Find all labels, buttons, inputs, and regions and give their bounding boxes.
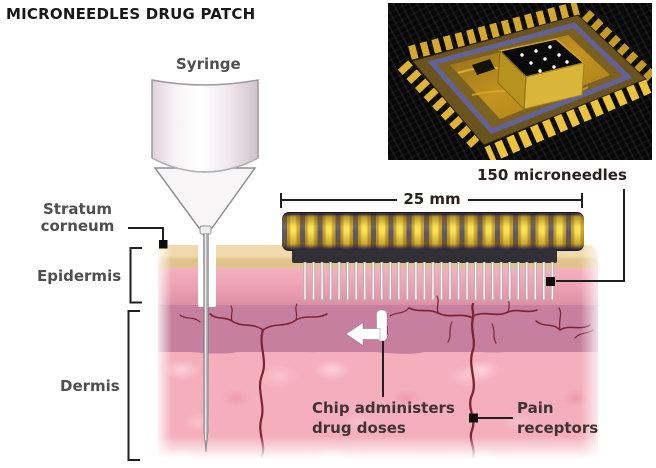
patch-width-label: 25 mm (403, 190, 461, 208)
left-edge-fade (152, 243, 172, 467)
pain-receptors-label: Pain receptors (517, 399, 599, 437)
upper-dermis-layer (158, 305, 598, 352)
chip-photo-drawing (397, 3, 652, 160)
page-title: MICRONEEDLES DRUG PATCH (6, 5, 256, 23)
epidermis-label: Epidermis (37, 267, 122, 285)
epidermis-bracket (129, 247, 142, 304)
chip-administers-label: Chip administers drug doses (312, 399, 455, 437)
patch-base-bar (292, 250, 557, 263)
microneedles-count-label: 150 microneedles (477, 166, 627, 184)
patch-microneedles (301, 262, 557, 306)
syringe-barrel (151, 79, 259, 173)
bottom-edge-fade (148, 436, 612, 468)
chip-needle-array (497, 38, 586, 111)
syringe-label: Syringe (176, 55, 241, 73)
patch-gold-cylinders (282, 212, 584, 251)
chip-photo (388, 3, 652, 160)
needle-array-dots (520, 45, 569, 73)
dermis-label: Dermis (60, 377, 120, 395)
dermis-bracket (127, 310, 140, 461)
stratum-corneum-label: Stratum corneum (40, 200, 115, 235)
chip-pins (397, 3, 652, 160)
needle-entry-slit (198, 243, 216, 307)
syringe-cone (153, 167, 257, 235)
stratum-corneum-callout (128, 227, 164, 241)
